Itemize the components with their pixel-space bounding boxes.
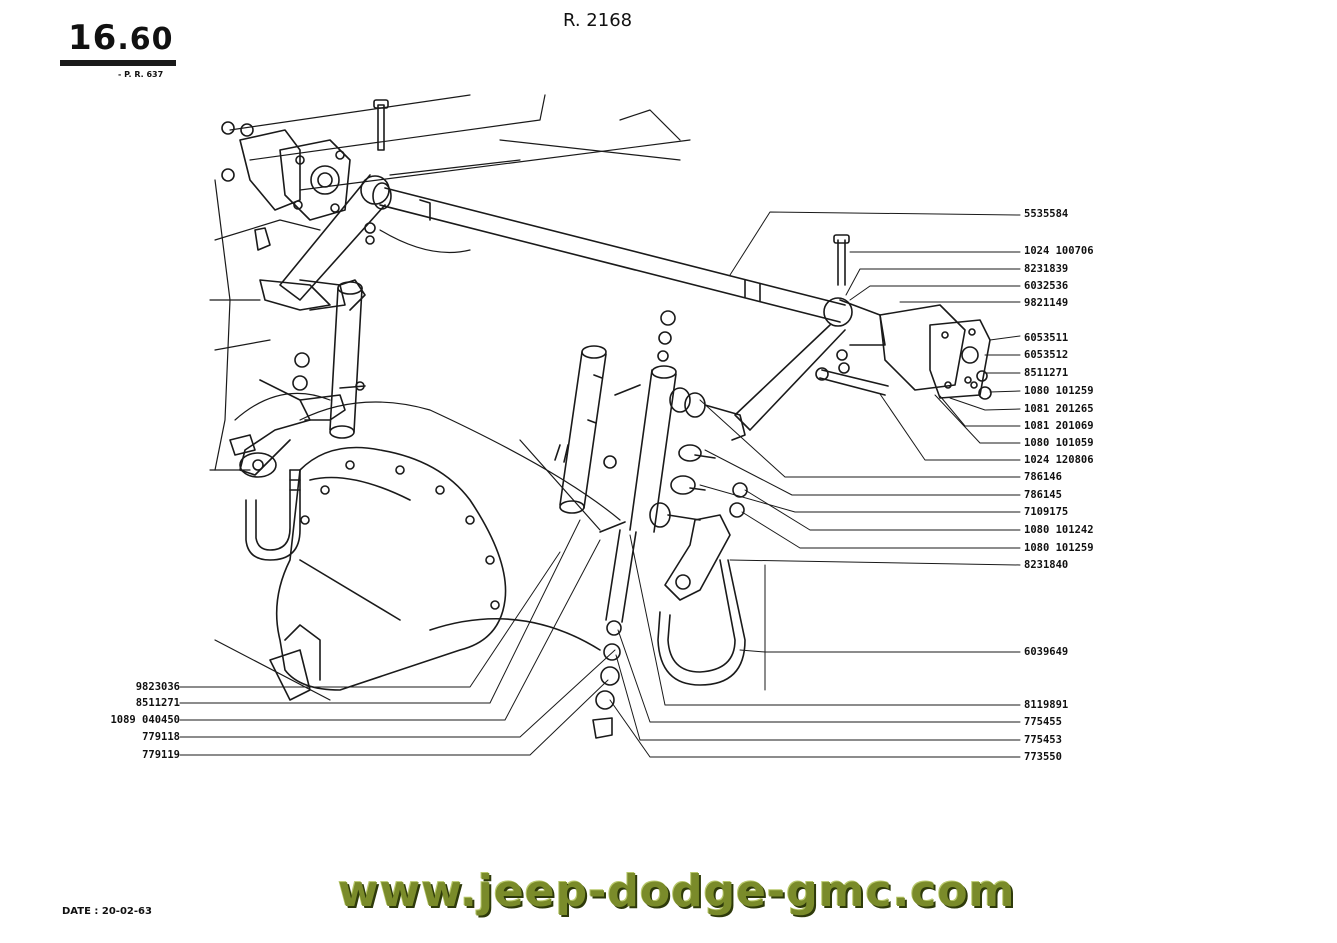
right-u-bolt (658, 515, 745, 685)
part-label: 773550 (1024, 751, 1062, 763)
part-label: 779119 (142, 749, 180, 761)
part-label: 775453 (1024, 734, 1062, 746)
part-label: 1081 201069 (1024, 420, 1094, 432)
center-link-parts (555, 311, 676, 738)
part-label: 1080 101259 (1024, 385, 1094, 397)
part-label: 8511271 (135, 697, 180, 709)
chassis-outline (210, 95, 690, 700)
pr-reference: - P. R. 637 (118, 70, 164, 79)
part-label: 8231840 (1024, 559, 1069, 571)
part-label: 779118 (142, 731, 180, 743)
left-u-bolt (246, 470, 300, 560)
page-number-main: 16 (68, 18, 118, 58)
part-label: 1081 201265 (1024, 403, 1094, 415)
right-mount-bracket (880, 305, 991, 399)
part-label: 6039649 (1024, 646, 1069, 658)
left-mount-bracket (222, 100, 388, 250)
part-label: 1080 101059 (1024, 437, 1094, 449)
part-label: 5535584 (1024, 208, 1069, 220)
part-label: 1080 101259 (1024, 542, 1094, 554)
part-label: 1089 040450 (110, 714, 180, 726)
document-date: DATE : 20-02-63 (62, 906, 152, 917)
left-link-rod (330, 282, 365, 438)
drawing-reference: R. 2168 (563, 10, 633, 31)
part-label: 786146 (1024, 471, 1062, 483)
part-label: 9823036 (135, 681, 180, 693)
part-label: 775455 (1024, 716, 1062, 728)
left-arm (230, 175, 389, 477)
part-label: 6053512 (1024, 349, 1069, 361)
part-label: 8119891 (1024, 699, 1069, 711)
website-watermark: www.jeep-dodge-gmc.com (338, 866, 1016, 917)
page-number-sub: 60 (129, 22, 174, 57)
right-arm (735, 235, 888, 430)
part-label: 1024 120806 (1024, 454, 1094, 466)
differential-housing (270, 448, 600, 701)
anti-roll-bar (373, 183, 845, 322)
part-label: 1024 100706 (1024, 245, 1094, 257)
page-number: 16.60 (68, 18, 174, 58)
part-label: 8231839 (1024, 263, 1069, 275)
leader-lines-left (180, 520, 615, 755)
header-rule (60, 60, 176, 66)
part-label: 1080 101242 (1024, 524, 1094, 536)
leader-lines-right (610, 212, 1020, 757)
part-label: 9821149 (1024, 297, 1069, 309)
part-label: 8511271 (1024, 367, 1069, 379)
part-label: 7109175 (1024, 506, 1069, 518)
part-label: 6032536 (1024, 280, 1069, 292)
part-label: 6053511 (1024, 332, 1069, 344)
part-label: 786145 (1024, 489, 1062, 501)
